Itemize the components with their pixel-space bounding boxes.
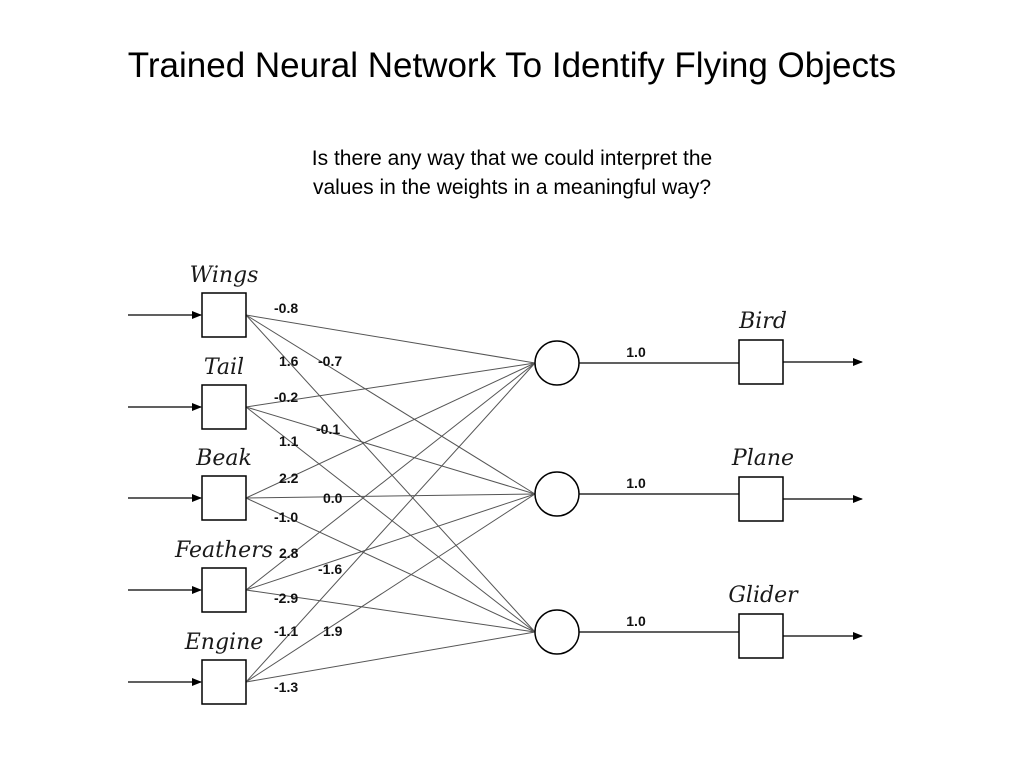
- weight-label-14: 1.9: [323, 623, 343, 639]
- connection-input-5-hidden-2: [245, 493, 536, 683]
- weight-label-13: -1.1: [274, 623, 298, 639]
- input-label-1: Wings: [190, 263, 259, 288]
- output-label-3: Glider: [728, 583, 799, 608]
- hidden-node-2: [534, 471, 580, 517]
- connection-input-1-hidden-3: [245, 314, 536, 633]
- input-label-2: Tail: [204, 355, 244, 380]
- hidden-node-3: [534, 609, 580, 655]
- input-node-2: [201, 384, 247, 430]
- hidden-node-1: [534, 340, 580, 386]
- output-weight-3: 1.0: [626, 613, 646, 629]
- output-weight-2: 1.0: [626, 475, 646, 491]
- connection-input-5-hidden-1: [245, 362, 536, 683]
- connection-input-1-hidden-2: [245, 314, 536, 495]
- connection-input-3-hidden-2: [245, 493, 536, 499]
- output-weight-1: 1.0: [626, 344, 646, 360]
- question-text: Is there any way that we could interpret…: [0, 144, 1024, 202]
- connection-input-2-hidden-2: [245, 406, 536, 495]
- connection-input-1-hidden-1: [245, 314, 536, 364]
- output-label-1: Bird: [738, 309, 787, 334]
- input-label-4: Feathers: [174, 538, 273, 563]
- weight-label-5: -0.1: [316, 421, 340, 437]
- weight-label-11: -1.6: [318, 561, 342, 577]
- weight-label-6: 1.1: [279, 433, 299, 449]
- weight-label-8: 0.0: [323, 490, 343, 506]
- weight-label-10: 2.8: [279, 545, 299, 561]
- weight-label-2: 1.6: [279, 353, 299, 369]
- weight-label-3: -0.7: [318, 353, 342, 369]
- output-node-2: [738, 476, 784, 522]
- connection-input-5-hidden-3: [245, 631, 536, 683]
- question-line-1: Is there any way that we could interpret…: [311, 147, 713, 170]
- input-node-3: [201, 475, 247, 521]
- input-node-1: [201, 292, 247, 338]
- output-node-1: [738, 339, 784, 385]
- weight-label-15: -1.3: [274, 679, 298, 695]
- output-node-3: [738, 613, 784, 659]
- connection-input-4-hidden-1: [245, 362, 536, 591]
- input-label-5: Engine: [184, 630, 264, 655]
- connection-input-2-hidden-1: [245, 362, 536, 408]
- weight-label-12: -2.9: [274, 590, 298, 606]
- question-line-2: values in the weights in a meaningful wa…: [312, 176, 712, 199]
- connection-input-4-hidden-3: [245, 589, 536, 633]
- weight-label-9: -1.0: [274, 509, 298, 525]
- input-node-5: [201, 659, 247, 705]
- connection-input-4-hidden-2: [245, 493, 536, 591]
- connection-input-2-hidden-3: [245, 406, 536, 633]
- connection-input-3-hidden-1: [245, 362, 536, 499]
- weight-label-1: -0.8: [274, 300, 298, 316]
- connection-input-3-hidden-3: [245, 497, 536, 633]
- slide-title: Trained Neural Network To Identify Flyin…: [127, 46, 897, 85]
- input-node-4: [201, 567, 247, 613]
- weight-label-7: 2.2: [279, 470, 299, 486]
- output-label-2: Plane: [731, 446, 794, 471]
- input-label-3: Beak: [195, 446, 252, 471]
- weight-label-4: -0.2: [274, 389, 298, 405]
